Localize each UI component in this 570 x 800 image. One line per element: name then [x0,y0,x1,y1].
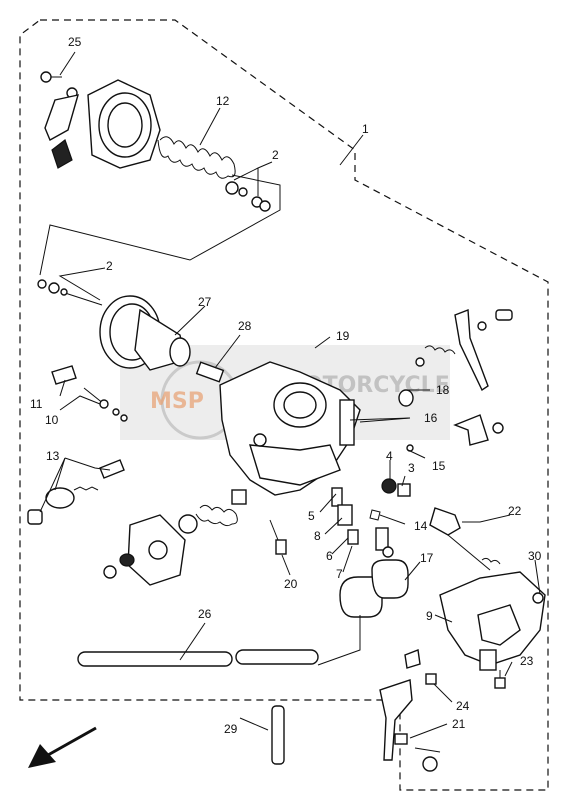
float-17 [339,559,409,618]
callout-14: 14 [414,519,428,533]
float-bowl-9 [439,571,546,671]
callout-21: 21 [452,717,466,731]
callout-13: 13 [46,449,60,463]
drain-bracket [379,649,421,761]
callout-20: 20 [284,577,298,591]
spring-12 [157,136,236,179]
callout-4: 4 [386,449,393,463]
piston-27 [99,295,191,371]
callout-8: 8 [314,529,321,543]
hose-26 [77,649,319,667]
part-13-set [27,459,125,525]
callout-11: 11 [30,397,43,411]
part-20-screw [269,519,287,555]
callout-5: 5 [308,509,315,523]
callout-22: 22 [508,504,522,518]
carburetor-body [219,361,361,496]
throttle-linkage [415,309,513,392]
spring-assembly [178,489,247,534]
callout-10: 10 [45,413,59,427]
callout-25: 25 [68,35,82,49]
part-24-screw [425,673,437,685]
part-14-valve [375,527,394,558]
choke-cover [103,514,186,586]
part-23-screw [494,670,506,689]
callout-26: 26 [198,607,212,621]
needle-28 [195,361,225,383]
watermark-logo: MSP [150,389,204,414]
assembly-boundary [19,19,549,791]
right-bracket [453,414,504,446]
callout-2-upper: 2 [272,148,279,162]
intake-joint [87,79,161,169]
callout-23: 23 [520,654,534,668]
callout-18: 18 [436,383,450,397]
parts-3-4 [381,444,414,497]
part-22-pump [429,507,501,571]
callout-28: 28 [238,319,252,333]
callout-labels: 25 12 1 2 2 27 28 19 18 11 16 10 13 4 15… [30,35,542,736]
callout-7: 7 [336,567,343,581]
part-2-lower-pins [37,279,103,306]
callout-6: 6 [326,549,333,563]
callout-15: 15 [432,459,446,473]
callout-30: 30 [528,549,542,563]
callout-19: 19 [336,329,350,343]
callout-16: 16 [424,411,438,425]
callout-12: 12 [216,94,230,108]
callout-29: 29 [224,722,238,736]
part-10-screw [83,387,128,422]
callout-2-lower: 2 [106,259,113,273]
part-11-plate [51,365,77,385]
callout-24: 24 [456,699,470,713]
part-21-screw [394,733,441,772]
front-arrow-icon [28,726,97,768]
part-18-washer [398,389,414,407]
callout-27: 27 [198,295,212,309]
hose-29 [271,705,285,765]
callout-1: 1 [362,122,369,136]
callout-17: 17 [420,551,434,565]
part-25-bracket [40,71,79,169]
part-2-upper-screws [225,181,271,212]
callout-9: 9 [426,609,433,623]
leader-lines [39,51,541,739]
callout-3: 3 [408,461,415,475]
jets [331,487,381,545]
